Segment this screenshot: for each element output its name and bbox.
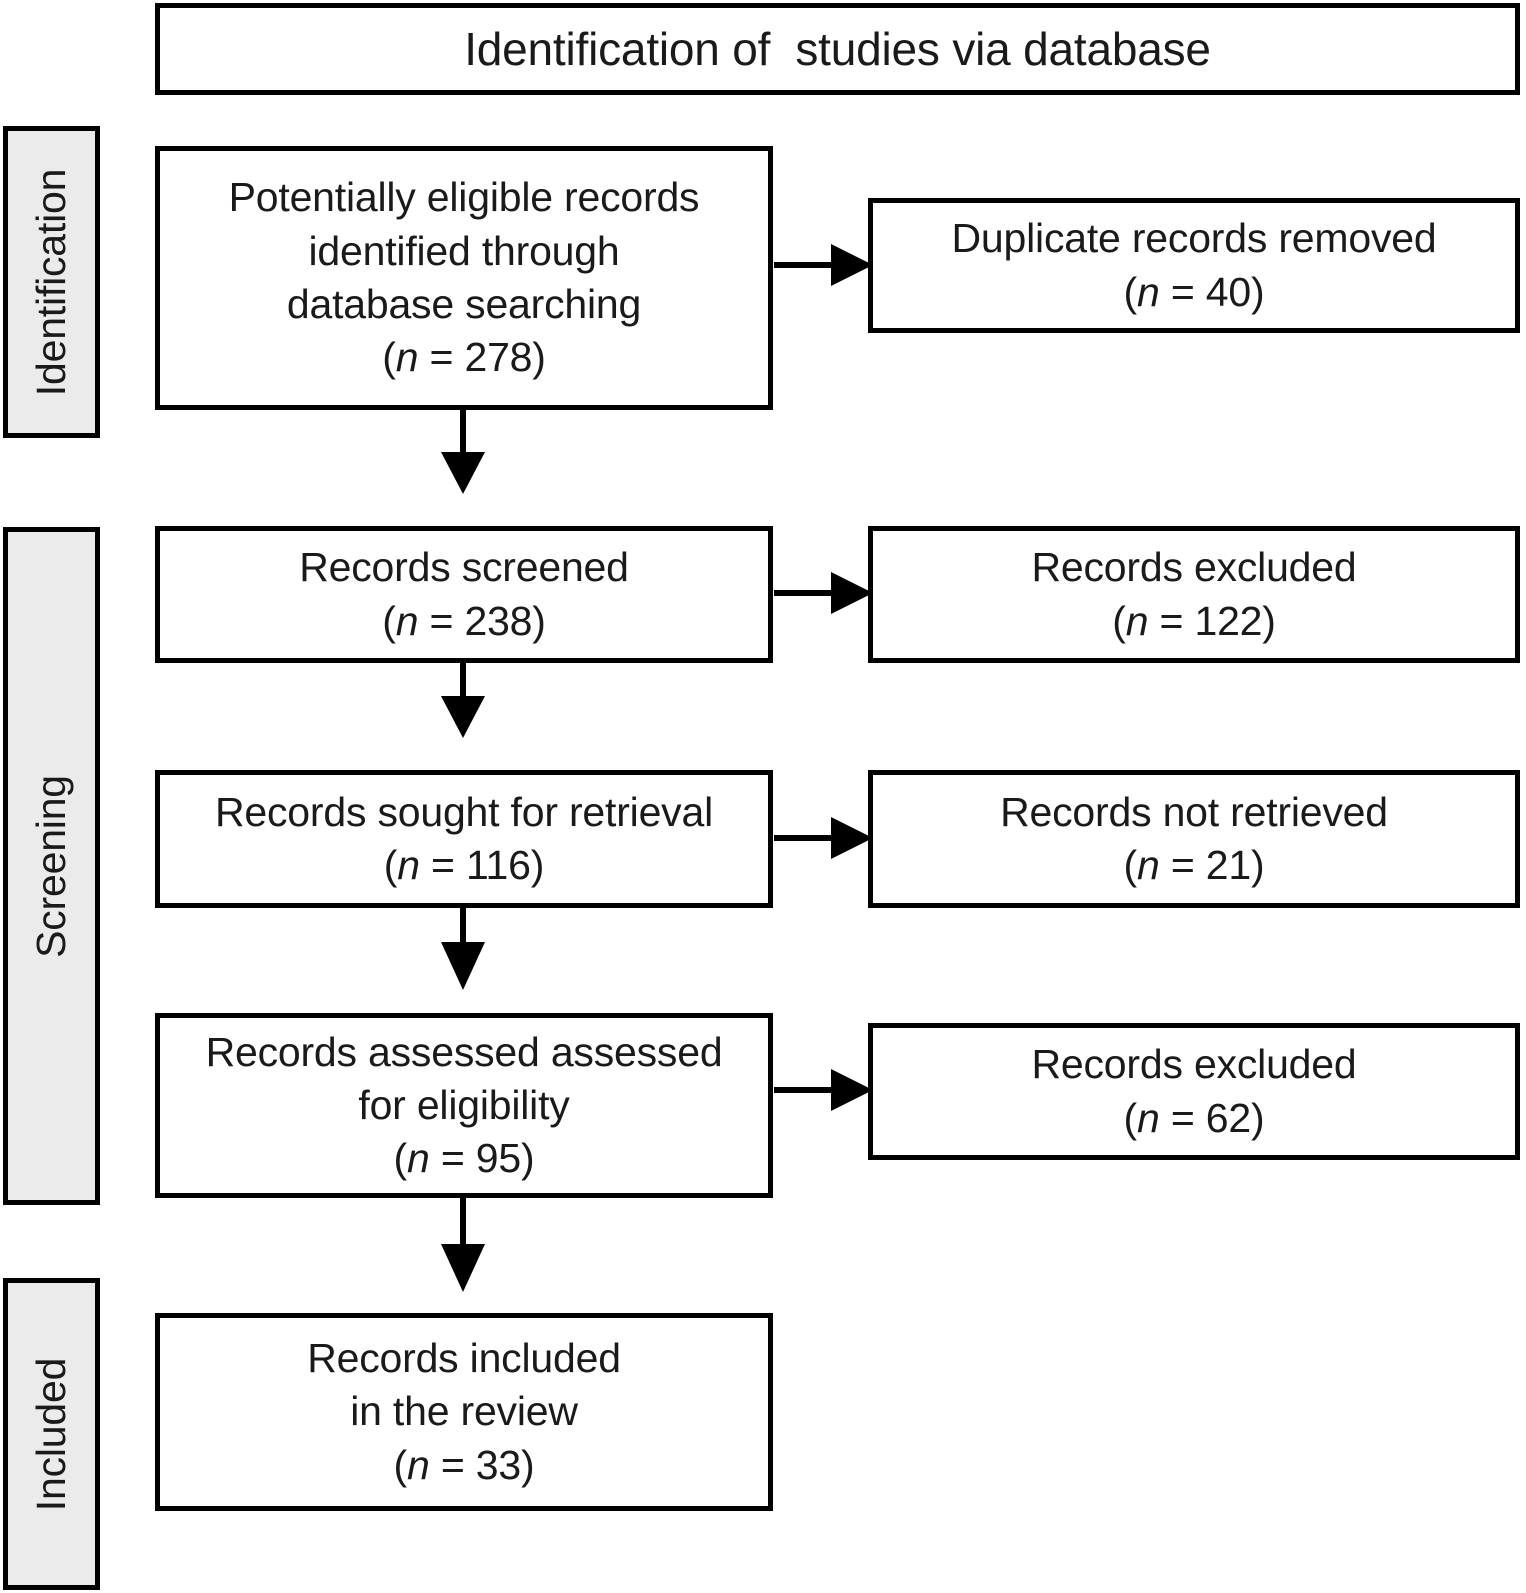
node-records-excluded-eligibility: Records excluded (n = 62) <box>868 1023 1520 1160</box>
n-value: = 33 <box>440 1441 521 1488</box>
node-records-excluded-eligibility-line1: Records excluded <box>1031 1041 1357 1088</box>
n-symbol: n <box>407 1135 430 1182</box>
node-records-assessed: Records assessed assessed for eligibilit… <box>155 1013 773 1198</box>
node-duplicates-removed-count: (n = 40) <box>1123 268 1265 315</box>
node-records-assessed-count: (n = 95) <box>393 1135 535 1182</box>
node-records-not-retrieved: Records not retrieved (n = 21) <box>868 770 1520 908</box>
stage-label-identification: Identification <box>3 126 100 438</box>
node-records-included-line2: in the review <box>350 1388 578 1435</box>
node-duplicates-removed-line1: Duplicate records removed <box>951 215 1437 262</box>
node-records-sought-line1: Records sought for retrieval <box>214 788 713 835</box>
n-symbol: n <box>1137 1094 1160 1141</box>
node-records-sought: Records sought for retrieval (n = 116) <box>155 770 773 908</box>
diagram-title: Identification of studies via database <box>464 23 1211 75</box>
n-symbol: n <box>395 334 419 381</box>
stage-label-screening: Screening <box>3 527 100 1205</box>
node-records-identified-count: (n = 278) <box>382 334 546 381</box>
n-value: = 62 <box>1170 1094 1251 1141</box>
node-records-not-retrieved-count: (n = 21) <box>1123 842 1265 888</box>
node-records-included-count: (n = 33) <box>393 1441 535 1488</box>
node-records-included: Records included in the review (n = 33) <box>155 1313 773 1511</box>
node-records-assessed-line1: Records assessed assessed <box>205 1028 723 1075</box>
n-value: = 278 <box>429 334 533 381</box>
node-records-identified-line1: Potentially eligible records <box>228 174 700 221</box>
node-records-excluded-eligibility-count: (n = 62) <box>1123 1094 1265 1141</box>
node-records-not-retrieved-line1: Records not retrieved <box>1000 788 1388 835</box>
node-records-assessed-line2: for eligibility <box>358 1081 570 1128</box>
node-records-screened-line1: Records screened <box>299 544 629 591</box>
n-symbol: n <box>407 1441 430 1488</box>
node-records-identified: Potentially eligible records identified … <box>155 146 773 410</box>
node-records-screened-count: (n = 238) <box>382 597 546 644</box>
diagram-title-bar: Identification of studies via database <box>155 3 1520 95</box>
n-value: = 95 <box>440 1135 521 1182</box>
n-symbol: n <box>395 597 419 644</box>
node-records-screened: Records screened (n = 238) <box>155 526 773 663</box>
n-symbol: n <box>1125 597 1149 644</box>
node-records-identified-line2: identified through <box>308 227 620 274</box>
n-value: = 21 <box>1170 842 1251 888</box>
n-symbol: n <box>1137 842 1160 888</box>
stage-label-included: Included <box>3 1278 100 1590</box>
node-records-excluded-screening-line1: Records excluded <box>1031 544 1357 591</box>
n-value: = 122 <box>1159 597 1263 644</box>
node-records-excluded-screening: Records excluded (n = 122) <box>868 526 1520 663</box>
n-value: = 238 <box>429 597 533 644</box>
node-records-identified-line3: database searching <box>286 281 642 327</box>
node-duplicates-removed: Duplicate records removed (n = 40) <box>868 198 1520 333</box>
n-symbol: n <box>1137 268 1160 315</box>
node-records-sought-count: (n = 116) <box>383 842 545 888</box>
n-value: = 116 <box>431 842 531 888</box>
n-symbol: n <box>397 842 420 888</box>
node-records-included-line1: Records included <box>307 1335 621 1382</box>
node-records-excluded-screening-count: (n = 122) <box>1112 597 1276 644</box>
n-value: = 40 <box>1170 268 1251 315</box>
